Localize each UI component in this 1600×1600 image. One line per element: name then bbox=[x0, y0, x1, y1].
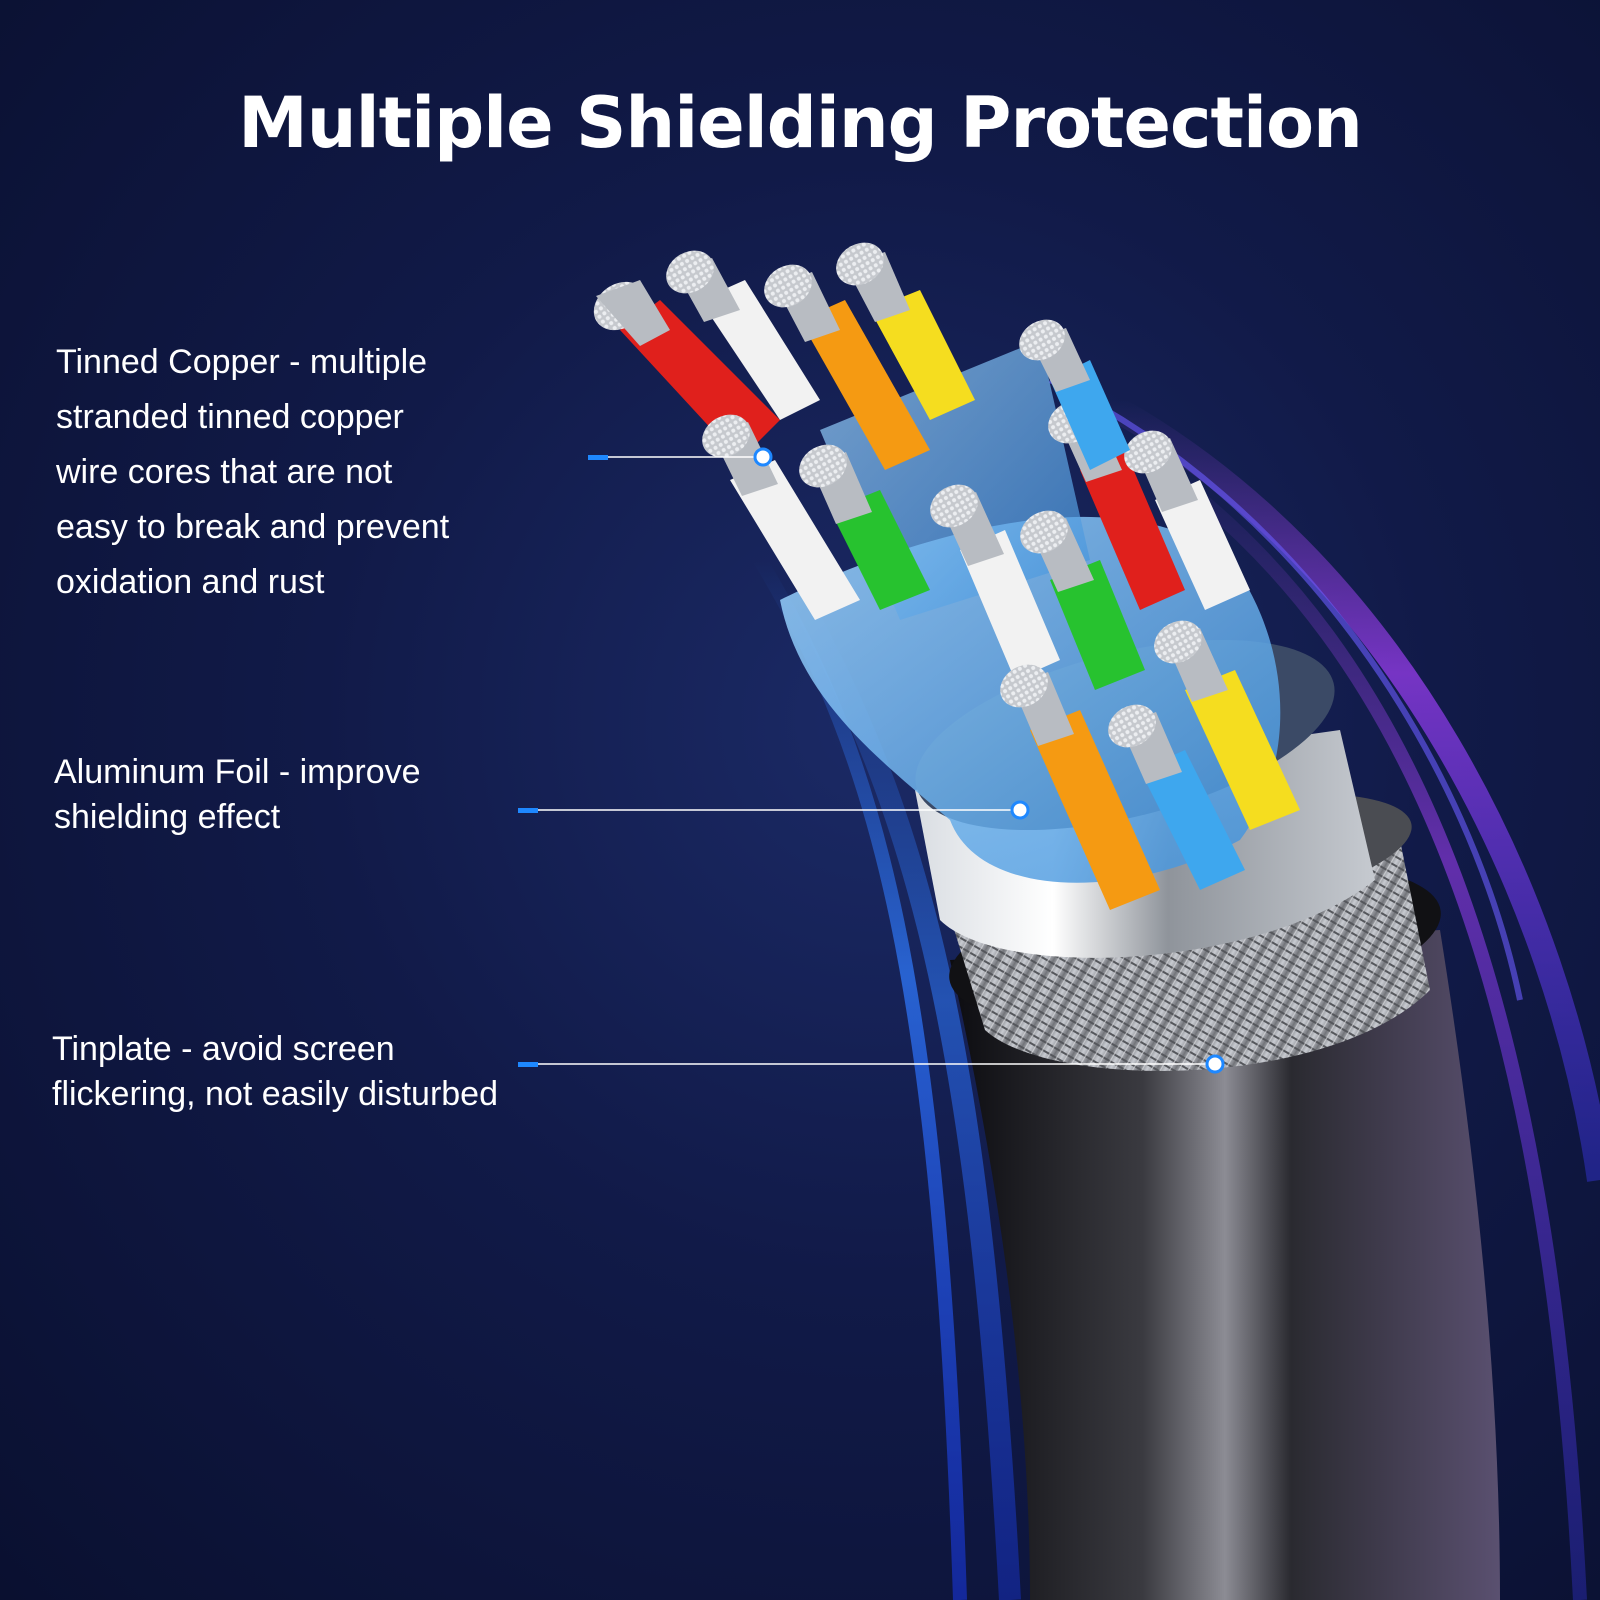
wire-white-1 bbox=[666, 250, 820, 420]
callout-line-text: shielding effect bbox=[54, 798, 281, 836]
callout-marker-icon bbox=[1010, 800, 1030, 820]
wire-green-1 bbox=[799, 444, 930, 610]
wire-white-4 bbox=[1124, 430, 1250, 610]
wire-yellow-1 bbox=[836, 242, 975, 420]
wire-blue-1 bbox=[1019, 319, 1130, 470]
wire-yellow-2 bbox=[1154, 620, 1300, 830]
callout-line-text: Tinned Copper - multiple bbox=[56, 343, 428, 381]
wire-white-3 bbox=[930, 484, 1060, 680]
page-title: Multiple Shielding Protection bbox=[238, 82, 1363, 164]
wire-green-2 bbox=[1020, 510, 1145, 690]
callout-aluminum-foil: Aluminum Foil - improve shielding effect bbox=[54, 750, 494, 840]
callout-tinplate: Tinplate - avoid screen flickering, not … bbox=[52, 1027, 552, 1117]
callout-line-text: oxidation and rust bbox=[56, 563, 325, 601]
callout-line-tinplate bbox=[518, 1054, 1225, 1074]
wire-orange-2 bbox=[1000, 664, 1160, 910]
callout-line-text: easy to break and prevent bbox=[56, 508, 450, 546]
wire-white-2 bbox=[702, 414, 860, 620]
wire-blue-2 bbox=[1108, 704, 1245, 890]
callout-line-text: Tinplate - avoid screen bbox=[52, 1030, 395, 1068]
callout-line-text: wire cores that are not bbox=[56, 453, 393, 491]
callout-line-aluminum-foil bbox=[518, 800, 1030, 820]
callout-line-text: Aluminum Foil - improve bbox=[54, 753, 421, 791]
callout-line-tinned-copper bbox=[588, 447, 773, 467]
callout-line-text: flickering, not easily disturbed bbox=[52, 1075, 499, 1113]
callout-marker-icon bbox=[753, 447, 773, 467]
callout-marker-icon bbox=[1205, 1054, 1225, 1074]
wire-orange-1 bbox=[764, 264, 930, 470]
callout-tinned-copper: Tinned Copper - multiple stranded tinned… bbox=[56, 335, 526, 610]
callout-line-text: stranded tinned copper bbox=[56, 398, 404, 436]
